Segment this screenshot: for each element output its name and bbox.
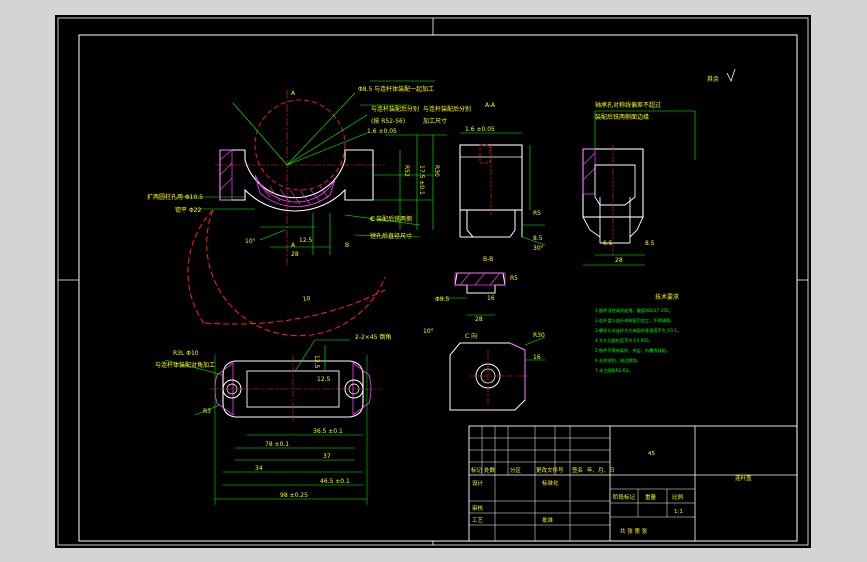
top-dim-98: 98 ±0.25: [280, 492, 308, 499]
tb-part-name: 连杆盖: [735, 474, 752, 482]
side-dim-6-5: 6.5: [603, 240, 613, 247]
cad-canvas: 其余: [55, 15, 811, 548]
section-bb-title: B-B: [483, 256, 493, 263]
c-dim-16: 16: [533, 354, 541, 361]
tech-req-7: 7.未注圆角R2-R3。: [595, 367, 633, 374]
tb-label-count: 处数: [484, 466, 496, 474]
tb-label-review: 审核: [472, 504, 484, 512]
section-marker-c: C: [371, 216, 375, 223]
bb-dim-28: 28: [475, 316, 483, 323]
note-mid-1: 与连杆装配后分别: [423, 105, 471, 113]
tb-label-change: 更改文件号: [536, 466, 564, 474]
tech-req-4: 4.大头孔圆柱度不大于0.005。: [595, 337, 653, 344]
drawing-sheet: 其余: [57, 17, 809, 546]
dim-10deg: 10°: [245, 238, 256, 245]
tb-label-design: 设计: [472, 479, 484, 487]
dim-12-5: 12.5: [299, 237, 313, 244]
view-c: C 向 R30 16: [449, 332, 546, 411]
dim-r52: R52: [403, 165, 410, 177]
tb-weight: 重量: [645, 493, 657, 501]
tb-label-zone: 分区: [510, 466, 522, 474]
top-note-r3: R3: [203, 408, 211, 415]
note-mill-sides: C 装配后铣两侧: [370, 215, 412, 223]
aa-dim-8-5: 8.5: [533, 235, 543, 242]
tech-req-1: 1.锻件须经调质处理，硬度HB217-255。: [595, 307, 673, 314]
top-dim-78: 78 ±0.1: [265, 441, 289, 448]
tb-stage: 阶段标记: [613, 493, 636, 501]
tech-requirements: 技术要求 1.锻件须经调质处理，硬度HB217-255。 2.连杆盖与连杆体装配…: [595, 293, 681, 374]
tech-req-6: 6.去除毛刺，锐边倒钝。: [595, 357, 641, 364]
side-dim-28: 28: [615, 257, 623, 264]
tb-label-sign: 签名: [572, 466, 583, 474]
section-aa-title: A-A: [485, 102, 496, 109]
roughness-mark: 其余: [707, 68, 736, 83]
tb-label-process: 工艺: [472, 517, 484, 524]
dim-28: 28: [291, 251, 299, 258]
view-c-title: C 向: [465, 332, 477, 340]
dim-r30: R30: [433, 165, 440, 177]
dim-17-5: 17.5 ±0.1: [418, 165, 425, 195]
top-note-r3l: R3L Φ10: [173, 350, 199, 357]
aa-dim-30deg: 30°: [533, 245, 544, 252]
tb-scale-label: 比例: [672, 493, 684, 501]
note-right-2: 装配后铣两侧面边缘: [595, 113, 649, 121]
note-assembly-2: (按 R52-56): [371, 117, 405, 125]
tb-label-mark: 标记: [471, 466, 483, 474]
tb-label-standard: 标准化: [542, 479, 559, 487]
bb-dim-10deg: 10°: [423, 328, 434, 335]
front-view: A A C B Φ8.5 与连杆体装配一起加工 与连杆装配后分别 (按 R52-…: [147, 80, 471, 337]
top-dim-12-5: 12.5: [313, 355, 320, 369]
note-spotface: 锪平 Φ22: [175, 206, 201, 214]
bb-dim-16: 16: [487, 295, 495, 302]
note-bolt-hole: Φ8.5 与连杆体装配一起加工: [358, 85, 434, 93]
note-bore-size: 镗孔后直径尺寸: [370, 232, 412, 240]
note-counterbore: 扩两圆柱孔用 Φ10.5: [147, 193, 203, 201]
top-dim-46-5: 46.5 ±0.1: [320, 478, 350, 485]
tech-req-2: 2.连杆盖与连杆体装配后加工，不得调换。: [595, 317, 674, 324]
roughness-label: 其余: [707, 75, 719, 83]
section-marker-a-bottom: A: [291, 242, 296, 249]
dim-1-6: 1.6 ±0.05: [367, 128, 397, 135]
side-dim-8-5: 8.5: [645, 240, 655, 247]
section-bb: B-B Φ9.5 16 28 R5 10°: [423, 256, 518, 335]
dim-chord: 10: [302, 295, 311, 303]
tb-sheets: 共 张 第 张: [620, 527, 648, 535]
top-note-chamfer: 2-2×45 倒角: [355, 333, 391, 341]
top-view: R3L Φ10 与连杆体装配对角加工 R3 2-2×45 倒角 12.5 12.…: [155, 333, 391, 505]
aa-dim-r5: R5: [533, 210, 541, 217]
top-dim-36-5: 36.5 ±0.1: [313, 428, 343, 435]
note-mid-2: 加工尺寸: [423, 117, 447, 125]
section-marker-b: B: [345, 242, 349, 249]
bb-dim-r5: R5: [510, 275, 518, 282]
outer-border: [57, 17, 809, 546]
note-assembly-1: 与连杆装配后分别: [371, 105, 419, 113]
tb-label-approve: 批准: [542, 516, 554, 524]
side-view: 轴承孔对称线偏差不超过 装配后铣两侧面边缘 28 6.5 8.5: [582, 101, 696, 266]
c-dim-r30: R30: [533, 332, 545, 339]
aa-dim-top: 1.6 ±0.05: [465, 126, 495, 133]
top-dim-34: 34: [255, 465, 263, 472]
tech-req-5: 5.锻件不得有裂纹、夹层、折叠等缺陷。: [595, 347, 670, 354]
note-right-1: 轴承孔对称线偏差不超过: [595, 101, 661, 109]
section-marker-a-top: A: [291, 90, 296, 97]
section-aa: A-A 1.6 ±0.05 R5 8.5 30°: [459, 102, 546, 252]
tb-scale: 1:1: [674, 509, 683, 515]
tb-material: 45: [648, 451, 655, 457]
tb-label-date: 年、月、日: [587, 466, 615, 474]
title-block: 标记 处数 分区 更改文件号 签名 年、月、日 设计 标准化 审核 工艺 批准 …: [468, 425, 798, 542]
tech-req-3: 3.螺栓孔对连杆大头端面的垂直度不大于0.1。: [595, 327, 681, 334]
bb-dim-9-5: Φ9.5: [435, 296, 449, 303]
inner-border: [78, 34, 798, 542]
top-dim-12-5b: 12.5: [317, 376, 331, 383]
top-note-assembly: 与连杆体装配对角加工: [155, 361, 215, 369]
top-dim-37: 37: [323, 453, 331, 460]
tech-req-title: 技术要求: [655, 293, 679, 301]
